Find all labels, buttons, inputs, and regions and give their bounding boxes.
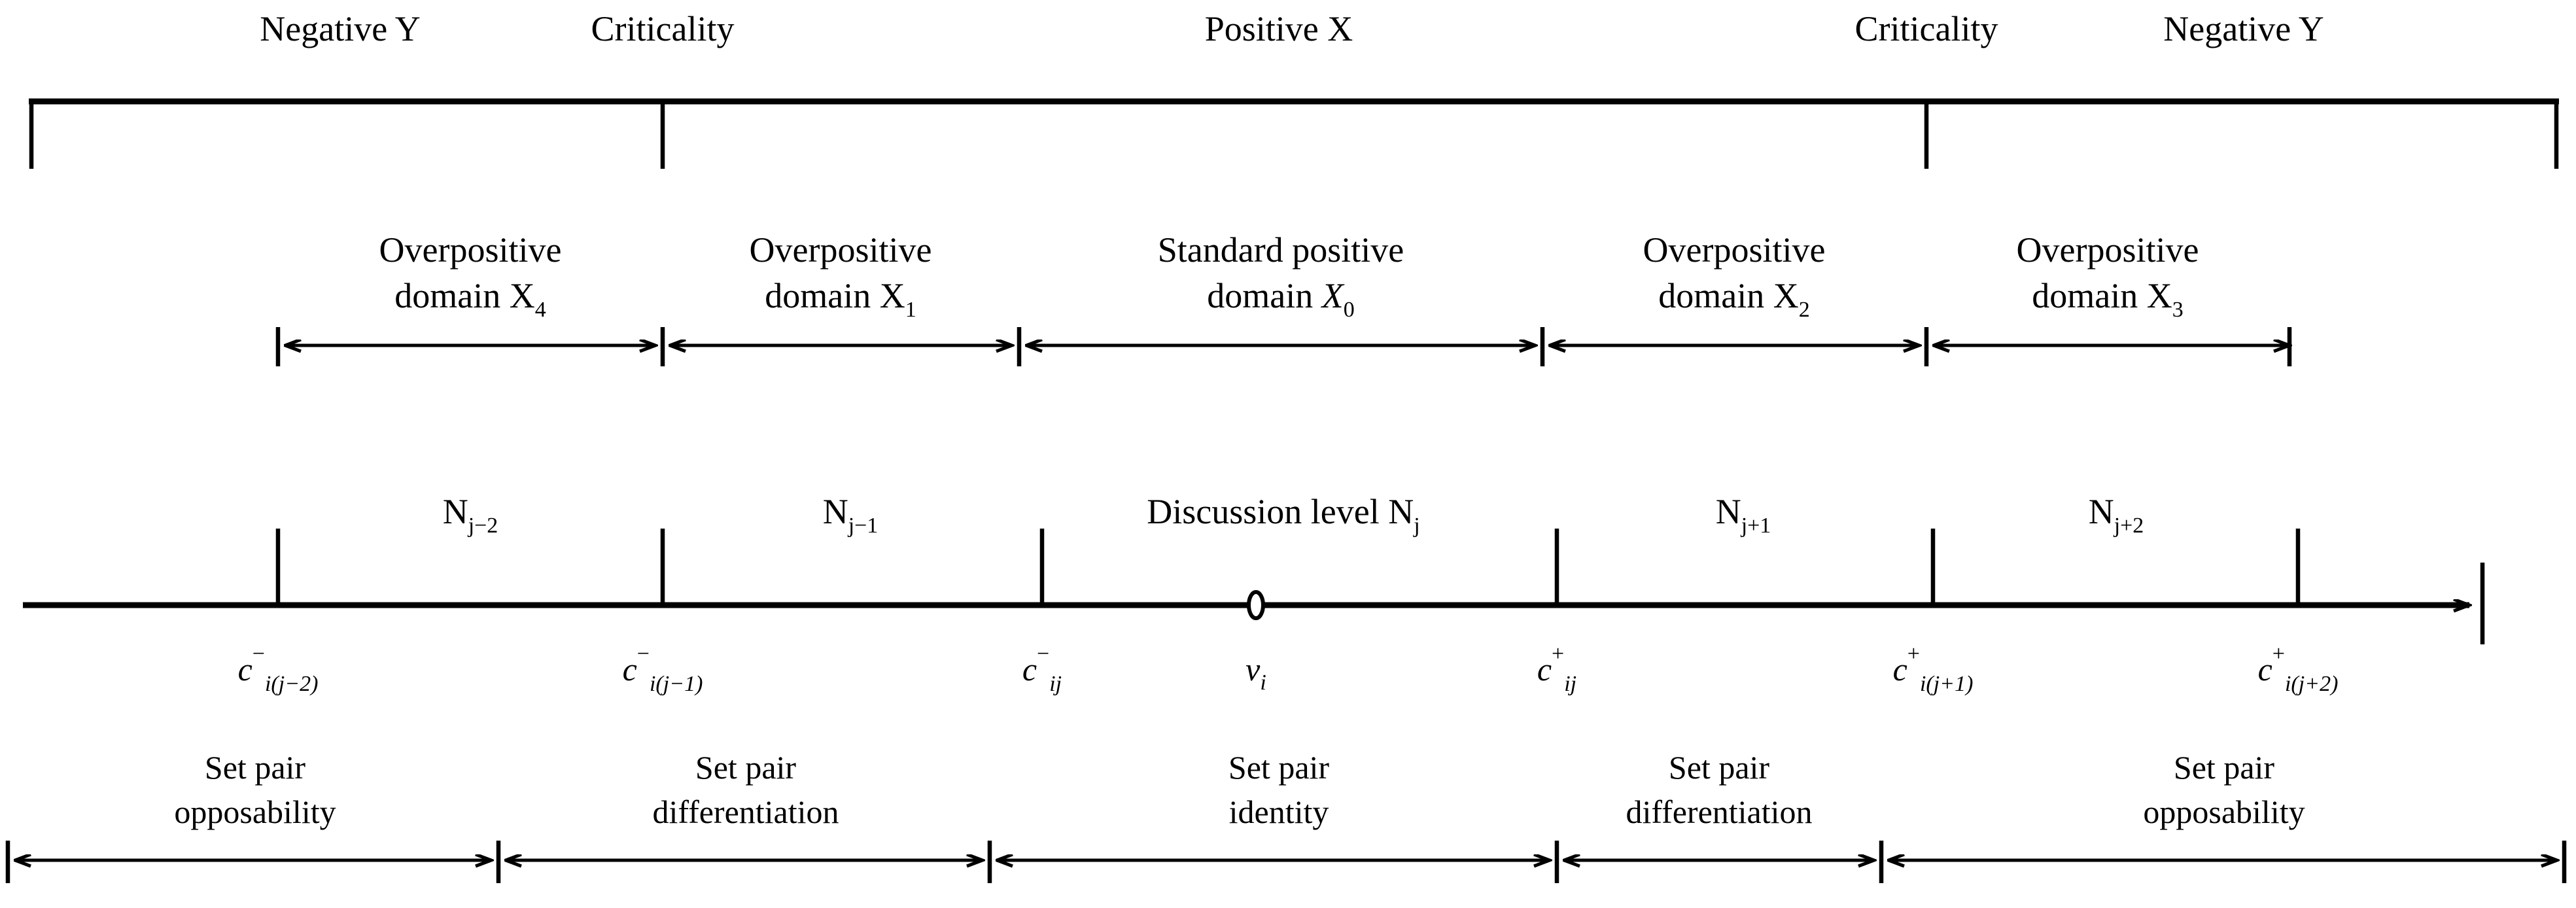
set-pair-label-line2-3: differentiation (1626, 794, 1812, 830)
threshold-sign-5: + (2272, 642, 2285, 666)
interval-label-n-j-minus-1: Nj−1 (823, 492, 879, 538)
domain-segment-x2: Overpositive domain X2 (1540, 230, 1919, 366)
set-pair-label-line2-1: differentiation (652, 794, 839, 830)
threshold-subscript-4: i(j+1) (1920, 672, 1973, 696)
interval-subscript-0: j−2 (468, 514, 498, 538)
interval-subscript-2: j (1413, 514, 1419, 538)
interval-subscript-1: j−1 (848, 514, 879, 538)
criticality-axis: Negative Y Criticality Positive X Critic… (29, 9, 2559, 169)
domain-subscript-x1: 1 (905, 298, 916, 322)
domain-segment-x4: Overpositive domain X4 (275, 230, 655, 366)
threshold-subscript-0: i(j−2) (265, 672, 318, 696)
set-pair-segment-differentiation-left: Set pair differentiation (496, 749, 983, 883)
discussion-value-subscript: i (1260, 671, 1266, 695)
threshold-label-c-i-j-plus-2: c+i(j+2) (2258, 642, 2339, 696)
top-label-negative-y-right: Negative Y (2163, 9, 2324, 48)
threshold-label-c-ij-plus: c+ij (1537, 642, 1576, 696)
top-label-criticality-right: Criticality (1855, 9, 1998, 48)
domain-segment-x1: Overpositive domain X1 (660, 230, 1012, 366)
interval-label-discussion-level-n-j: Discussion level Nj (1147, 492, 1419, 538)
discussion-level-number-line: Nj−2 Nj−1 Discussion level Nj Nj+1 Nj+2 … (23, 492, 2485, 696)
set-pair-label-line2-0: opposability (174, 794, 336, 830)
domain-label-line2-x0: domain X0 (1207, 276, 1354, 322)
overpositive-domain-row: Overpositive domain X4 Overpositive doma… (275, 230, 2289, 366)
interval-label-n-j-plus-1: Nj+1 (1716, 492, 1771, 538)
domain-subscript-x2: 2 (1799, 298, 1810, 322)
set-pair-segment-identity: Set pair identity (987, 749, 1550, 883)
threshold-label-c-ij-minus: c−ij (1022, 642, 1062, 696)
set-pair-label-line1-4: Set pair (2174, 749, 2274, 786)
threshold-label-c-i-j-plus-1: c+i(j+1) (1893, 642, 1974, 696)
set-pair-label-line1-0: Set pair (205, 749, 305, 786)
interval-label-n-j-plus-2: Nj+2 (2089, 492, 2144, 538)
set-pair-label-line1-3: Set pair (1669, 749, 1769, 786)
top-label-negative-y-left: Negative Y (260, 9, 420, 48)
domain-label-line1-x3: Overpositive (2017, 230, 2199, 270)
threshold-label-c-i-j-minus-1: c−i(j−1) (623, 642, 703, 696)
domain-segment-x0: Standard positive domain X0 (1017, 230, 1535, 366)
threshold-subscript-3: ij (1564, 672, 1576, 696)
threshold-sign-0: − (252, 642, 265, 666)
set-pair-segment-opposability-right: Set pair opposability (1879, 749, 2567, 883)
domain-label-line1-x4: Overpositive (379, 230, 562, 270)
domain-subscript-x0: 0 (1344, 298, 1355, 322)
threshold-sign-1: − (637, 642, 650, 666)
set-pair-segment-differentiation-right: Set pair differentiation (1554, 749, 1874, 883)
domain-label-line1-x2: Overpositive (1643, 230, 1826, 270)
threshold-sign-4: + (1907, 642, 1920, 666)
interval-label-n-j-minus-2: Nj−2 (443, 492, 498, 538)
threshold-subscript-1: i(j−1) (650, 672, 703, 696)
set-pair-label-line1-2: Set pair (1228, 749, 1329, 786)
domain-label-line2-x1: domain X1 (765, 276, 916, 322)
interval-subscript-4: j+2 (2114, 514, 2144, 538)
top-label-positive-x: Positive X (1205, 9, 1353, 48)
domain-label-line1-x1: Overpositive (750, 230, 932, 270)
threshold-subscript-5: i(j+2) (2285, 672, 2338, 696)
set-pair-label-line2-2: identity (1229, 794, 1329, 830)
top-label-criticality-left: Criticality (591, 9, 735, 48)
domain-label-line2-x4: domain X4 (394, 276, 546, 322)
interval-subscript-3: j+1 (1741, 514, 1771, 538)
domain-subscript-x4: 4 (535, 298, 546, 322)
threshold-label-c-i-j-minus-2: c−i(j−2) (238, 642, 319, 696)
set-pair-segment-opposability-left: Set pair opposability (5, 749, 491, 883)
domain-segment-x3: Overpositive domain X3 (1924, 230, 2289, 366)
set-pair-label-line2-4: opposability (2143, 794, 2305, 830)
domain-label-line2-x3: domain X3 (2032, 276, 2183, 322)
set-pair-relation-row: Set pair opposability Set pair different… (5, 749, 2567, 883)
discussion-value-marker-icon (1247, 590, 1265, 620)
threshold-sign-2: − (1037, 642, 1049, 666)
threshold-sign-3: + (1552, 642, 1564, 666)
threshold-subscript-2: ij (1049, 672, 1062, 696)
domain-label-line2-x2: domain X2 (1658, 276, 1809, 322)
domain-subscript-x3: 3 (2172, 298, 2184, 322)
discussion-value-label-v-i: vi (1245, 651, 1266, 695)
set-pair-label-line1-1: Set pair (695, 749, 796, 786)
domain-label-line1-x0: Standard positive (1158, 230, 1404, 270)
